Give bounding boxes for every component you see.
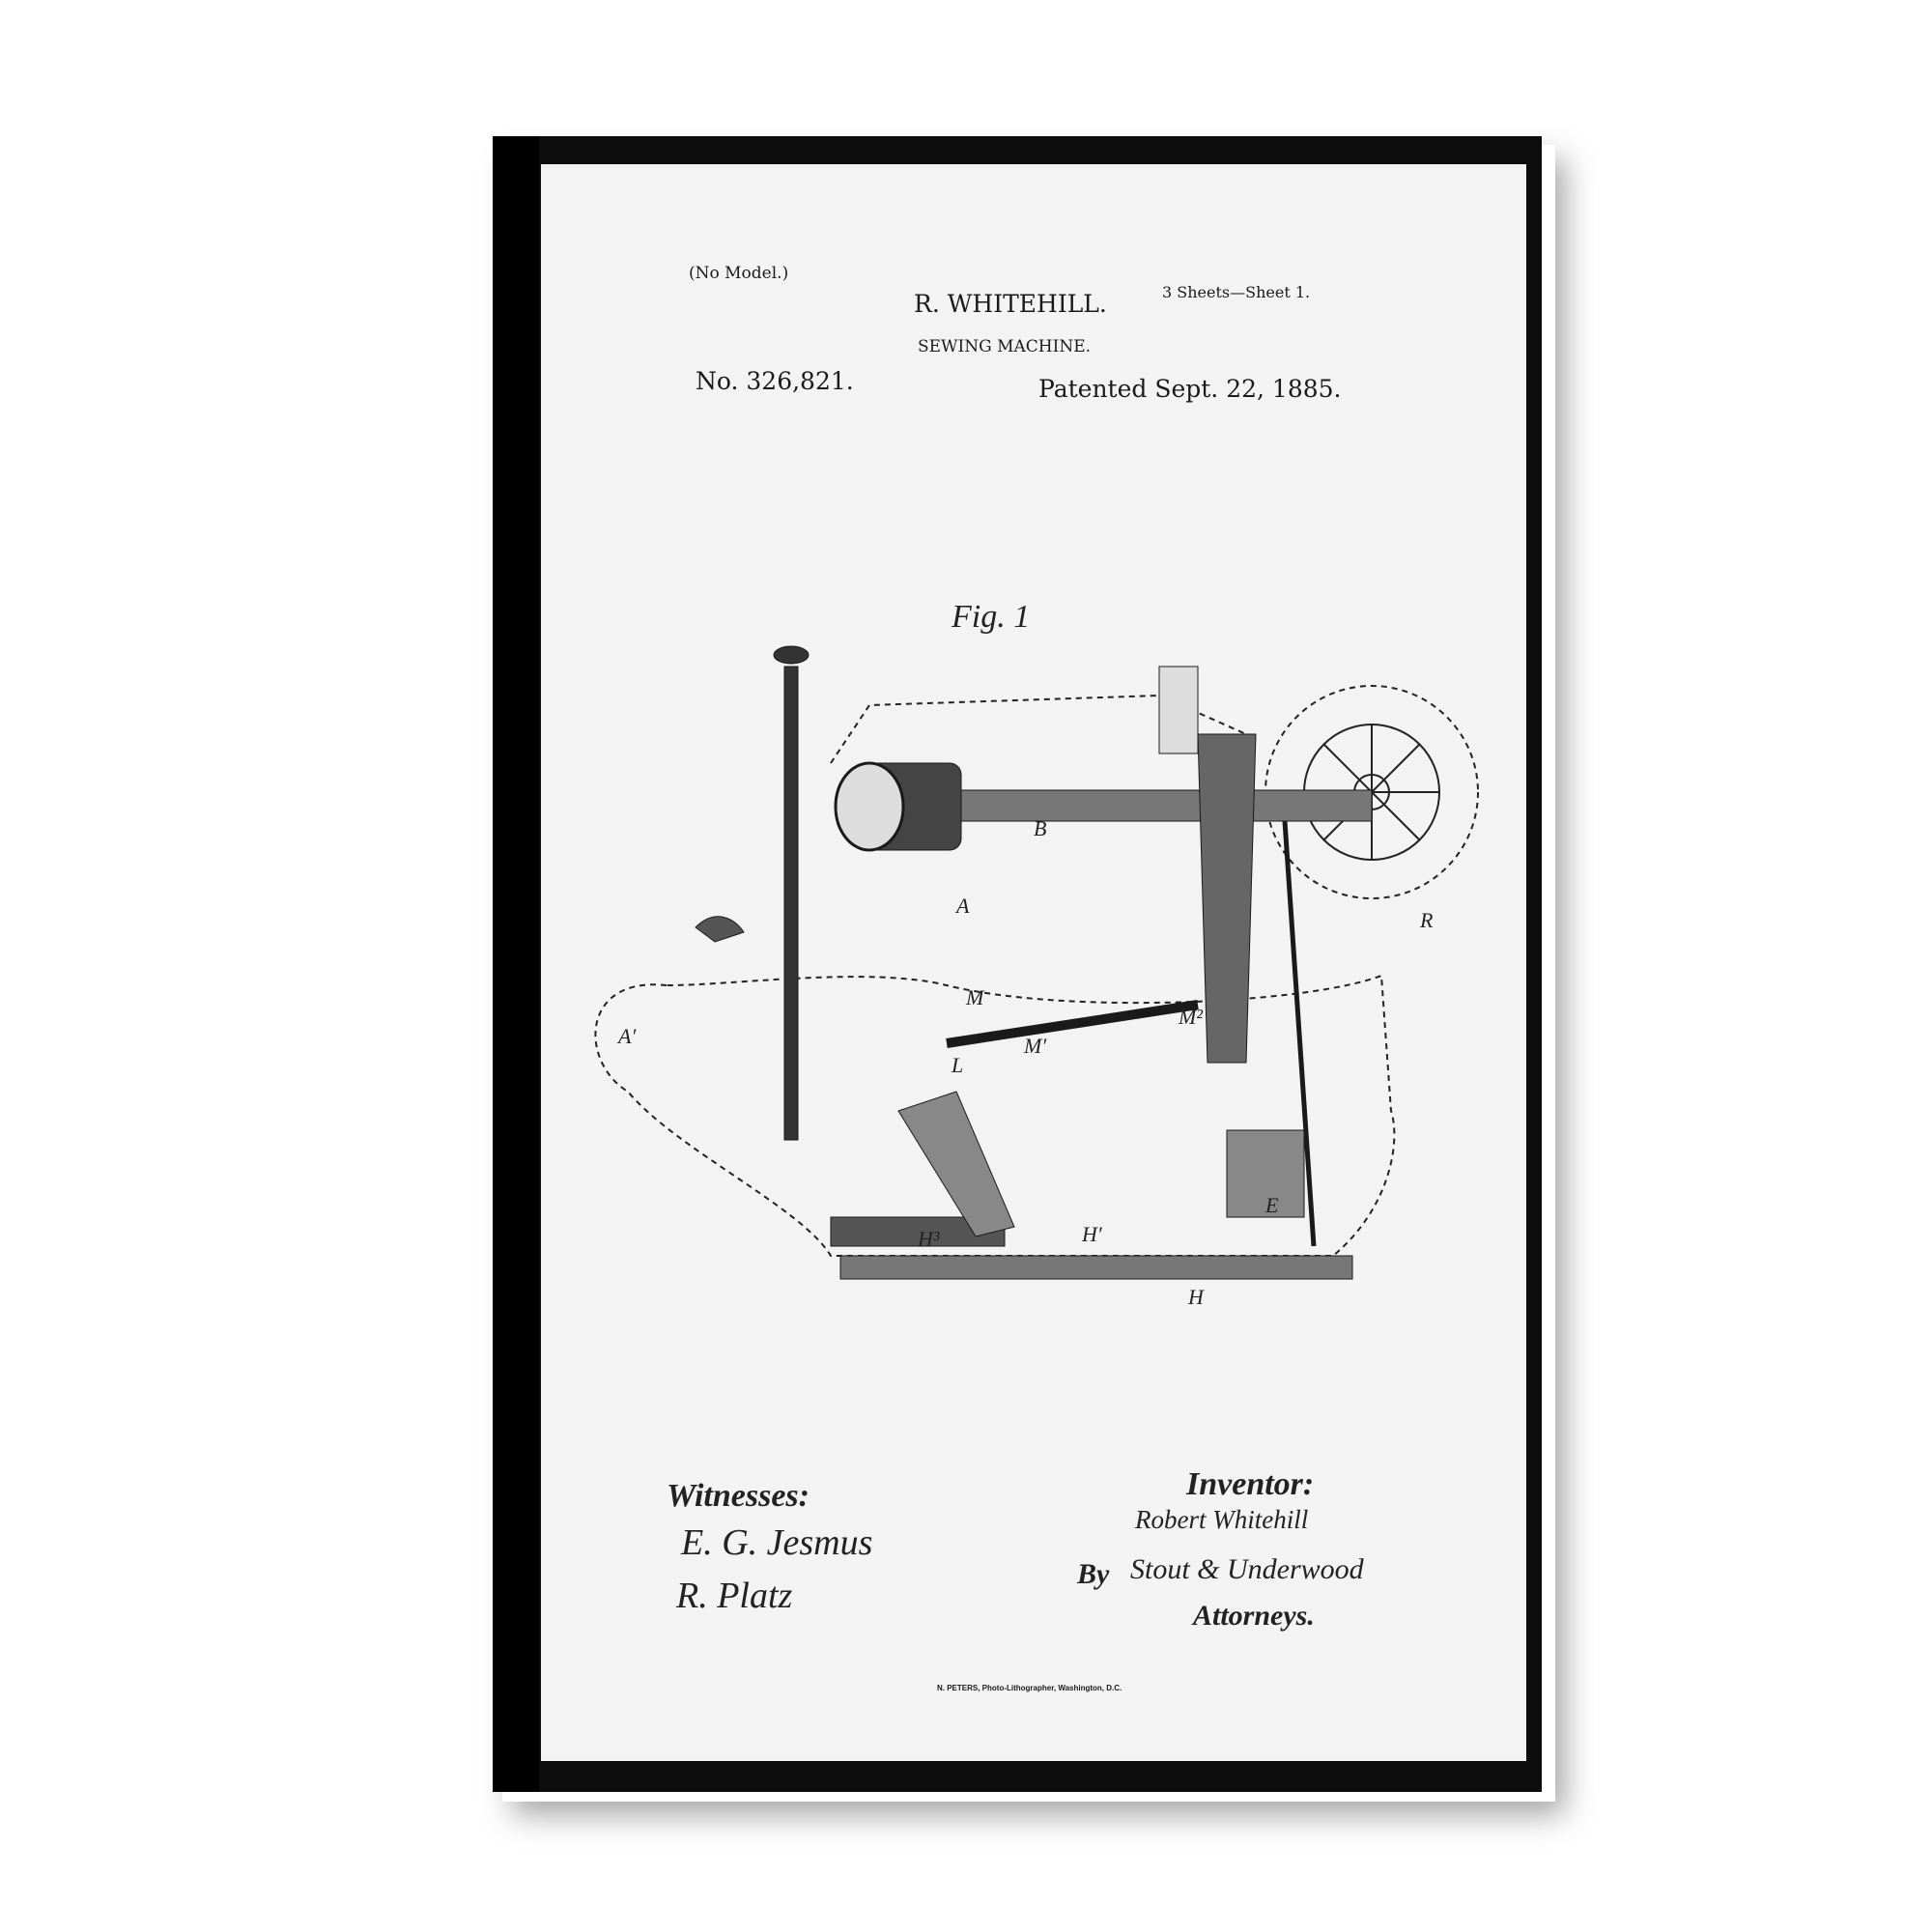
- svg-text:B: B: [1034, 816, 1046, 840]
- svg-text:H: H: [1187, 1285, 1205, 1309]
- base-outline: [594, 974, 1396, 1257]
- lower-shaft: [839, 1255, 1353, 1280]
- looper-assembly: [1226, 1129, 1305, 1218]
- patent-title: SEWING MACHINE.: [918, 337, 1092, 356]
- lithographer-credit: N. PETERS, Photo-Lithographer, Washingto…: [937, 1684, 1122, 1692]
- connecting-rod: [946, 1000, 1199, 1048]
- svg-text:H³: H³: [917, 1227, 940, 1251]
- patent-date: Patented Sept. 22, 1885.: [1038, 375, 1342, 403]
- attorneys-signature: Stout & Underwood: [1130, 1553, 1364, 1585]
- figure-label: Fig. 1: [952, 599, 1031, 635]
- needle-bar-cap: [773, 645, 810, 665]
- svg-text:M: M: [965, 985, 985, 1009]
- svg-text:A: A: [954, 894, 970, 918]
- presser-lever: [695, 916, 745, 943]
- by-label: By: [1077, 1558, 1110, 1590]
- inventor-label: Inventor:: [1186, 1466, 1315, 1502]
- part-labels: B A A′ R M′ M M² E H H′ H³ L: [616, 816, 1434, 1309]
- svg-text:A′: A′: [616, 1024, 637, 1048]
- patent-number: No. 326,821.: [696, 367, 854, 395]
- sheets-note: 3 Sheets—Sheet 1.: [1162, 283, 1311, 301]
- witness-signature-1: E. G. Jesmus: [681, 1522, 873, 1563]
- model-note: (No Model.): [689, 264, 789, 283]
- canvas-print: [541, 164, 1526, 1761]
- svg-text:L: L: [951, 1053, 963, 1077]
- upright-column: [1197, 733, 1257, 1064]
- witnesses-label: Witnesses:: [667, 1478, 810, 1514]
- attorneys-label: Attorneys.: [1193, 1600, 1315, 1632]
- inventor-signature: Robert Whitehill: [1135, 1505, 1309, 1534]
- vertical-rod: [1282, 820, 1317, 1247]
- main-shaft: [946, 789, 1373, 822]
- spool-pin: [1158, 666, 1199, 754]
- svg-text:M′: M′: [1023, 1034, 1047, 1058]
- witness-signature-2: R. Platz: [676, 1576, 793, 1616]
- frame-side-edge: [493, 136, 539, 1792]
- needle-bar: [783, 666, 799, 1141]
- svg-text:H′: H′: [1081, 1222, 1103, 1246]
- arm-outline: [830, 694, 1247, 764]
- svg-text:R: R: [1419, 908, 1434, 932]
- svg-text:E: E: [1264, 1193, 1279, 1217]
- svg-text:M²: M²: [1178, 1005, 1203, 1029]
- inventor-header: R. WHITEHILL.: [914, 290, 1107, 318]
- cam-head: [834, 761, 905, 852]
- feed-lever: [897, 1091, 1015, 1237]
